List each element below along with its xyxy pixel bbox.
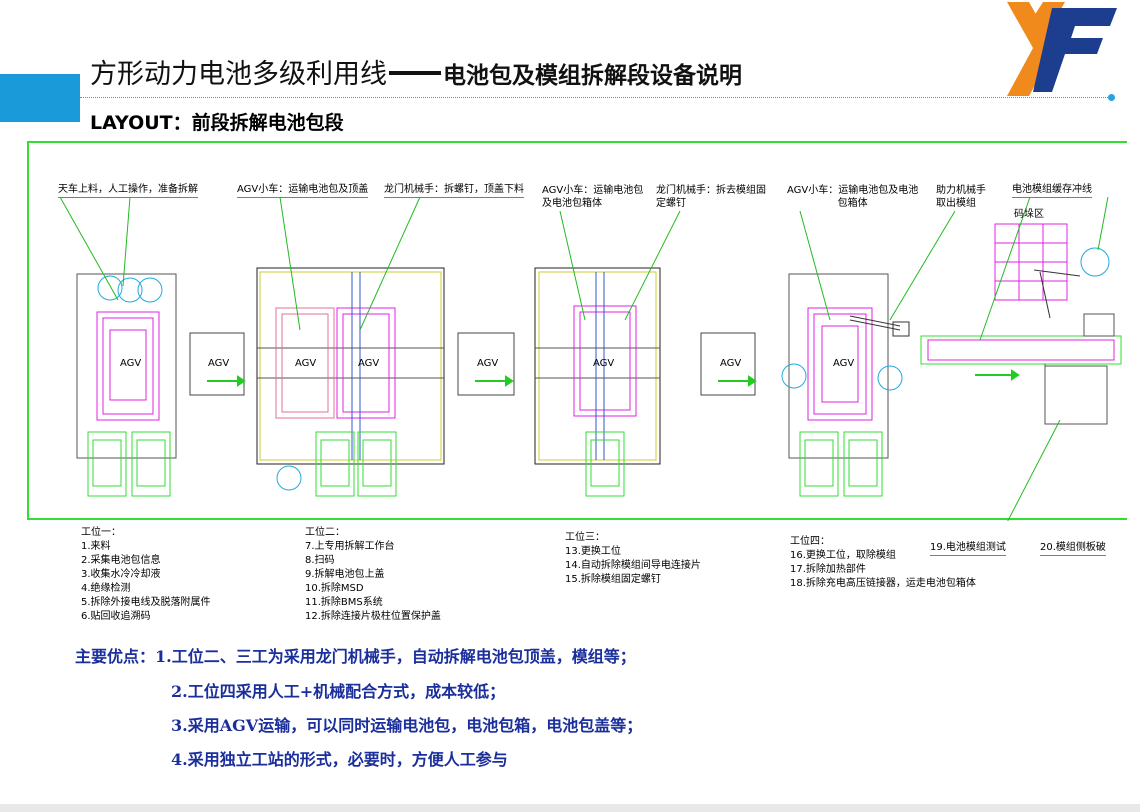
title-dash	[389, 70, 441, 75]
advantage-item-3: 3.采用AGV运输，可以同时运输电池包，电池包箱，电池包盖等；	[171, 716, 643, 735]
callout-agv-2: AGV小车：运输电池包 及电池包箱体	[542, 184, 643, 210]
agv-label: AGV	[120, 358, 142, 369]
advantage-text: 1.工位二、三工为采用龙门机械手，自动拆解电池包顶盖，模组等；	[155, 647, 636, 666]
station3-item: 14.自动拆除模组间导电连接片	[565, 560, 701, 571]
station1-item: 1.来料	[81, 541, 111, 552]
callout-assist-arm-line1: 助力机械手	[936, 185, 986, 196]
station2-item: 12.拆除连接片极柱位置保护盖	[305, 611, 441, 622]
callout-buffer-line: 电池模组缓存冲线	[1012, 183, 1092, 198]
station3-title: 工位三：	[565, 532, 605, 543]
callout-agv-3: AGV小车：运输电池包及电池 包箱体	[787, 184, 918, 210]
bottom-bar	[0, 804, 1140, 812]
layout-drawing	[59, 196, 1122, 521]
callout-agv-3-line1: AGV小车：运输电池包及电池	[787, 185, 919, 196]
station1-item: 4.绝缘检测	[81, 583, 131, 594]
callout-gantry-2-line2: 定螺钉	[656, 198, 686, 209]
station3-desc: 工位三： 13.更换工位 14.自动拆除模组间导电连接片 15.拆除模组固定螺钉	[565, 531, 701, 587]
xf-logo	[1007, 2, 1117, 96]
station1-item: 6.贴回收追溯码	[81, 611, 151, 622]
station1-item: 5.拆除外接电线及脱落附属件	[81, 597, 211, 608]
station2-item: 10.拆除MSD	[305, 583, 364, 594]
agv-label: AGV	[295, 358, 317, 369]
header-divider	[80, 97, 1110, 98]
step20-label: 20.模组侧板破	[1040, 541, 1106, 556]
station2-item: 8.扫码	[305, 555, 335, 566]
station3-item: 15.拆除模组固定螺钉	[565, 574, 661, 585]
station2-title: 工位二：	[305, 527, 345, 538]
agv-label: AGV	[208, 358, 230, 369]
layout-label: LAYOUT：前段拆解电池包段	[90, 112, 344, 134]
agv-label: AGV	[720, 358, 742, 369]
agv-label: AGV	[358, 358, 380, 369]
callout-gantry-1: 龙门机械手：拆螺钉，顶盖下料	[384, 183, 524, 198]
callout-agv-3-line2: 包箱体	[837, 198, 868, 209]
title-sub: 电池包及模组拆解段设备说明	[443, 63, 742, 89]
callout-stacking-zone: 码垛区	[1014, 209, 1044, 220]
title-main: 方形动力电池多级利用线	[90, 59, 387, 90]
agv-label: AGV	[477, 358, 499, 369]
header-accent-bar	[0, 74, 80, 122]
callout-assist-arm: 助力机械手 取出模组	[936, 184, 986, 210]
callout-gantry-2: 龙门机械手：拆去模组固 定螺钉	[656, 184, 766, 210]
advantage-item-1: 主要优点：1.工位二、三工为采用龙门机械手，自动拆解电池包顶盖，模组等；	[75, 643, 636, 667]
station4-title: 工位四：	[790, 536, 830, 547]
agv-label: AGV	[593, 358, 615, 369]
page-title: 方形动力电池多级利用线 电池包及模组拆解段设备说明	[90, 52, 742, 91]
station2-item: 9.拆解电池包上盖	[305, 569, 385, 580]
station1-item: 2.采集电池包信息	[81, 555, 161, 566]
layout-diagram-frame	[27, 141, 1127, 520]
station4-desc: 工位四： 16.更换工位，取除模组 17.拆除加热部件 18.拆除充电高压链接器…	[790, 535, 976, 591]
station2-item: 11.拆除BMS系统	[305, 597, 383, 608]
step19-label: 19.电池模组测试	[930, 541, 1006, 556]
station1-desc: 工位一： 1.来料 2.采集电池包信息 3.收集水冷冷却液 4.绝缘检测 5.拆…	[81, 526, 211, 624]
advantages-label: 主要优点：	[75, 647, 156, 666]
advantage-item-4: 4.采用独立工站的形式，必要时，方便人工参与	[171, 750, 508, 769]
callout-gantry-2-line1: 龙门机械手：拆去模组固	[656, 185, 766, 196]
station2-item: 7.上专用拆解工作台	[305, 541, 395, 552]
station4-item: 17.拆除加热部件	[790, 564, 866, 575]
station2-desc: 工位二： 7.上专用拆解工作台 8.扫码 9.拆解电池包上盖 10.拆除MSD …	[305, 526, 441, 624]
advantage-item-2: 2.工位四采用人工+机械配合方式，成本较低；	[171, 682, 506, 701]
callout-station1: 天车上料，人工操作，准备拆解	[58, 183, 198, 198]
callout-agv-1: AGV小车：运输电池包及顶盖	[237, 183, 369, 198]
header-divider-end	[1108, 94, 1115, 101]
station1-title: 工位一：	[81, 527, 121, 538]
callout-assist-arm-line2: 取出模组	[936, 198, 976, 209]
callout-agv-2-line2: 及电池包箱体	[542, 198, 602, 209]
station4-item: 16.更换工位，取除模组	[790, 550, 896, 561]
agv-label: AGV	[833, 358, 855, 369]
callout-agv-2-line1: AGV小车：运输电池包	[542, 185, 644, 196]
station1-item: 3.收集水冷冷却液	[81, 569, 161, 580]
station3-item: 13.更换工位	[565, 546, 621, 557]
station4-item: 18.拆除充电高压链接器，运走电池包箱体	[790, 578, 976, 589]
